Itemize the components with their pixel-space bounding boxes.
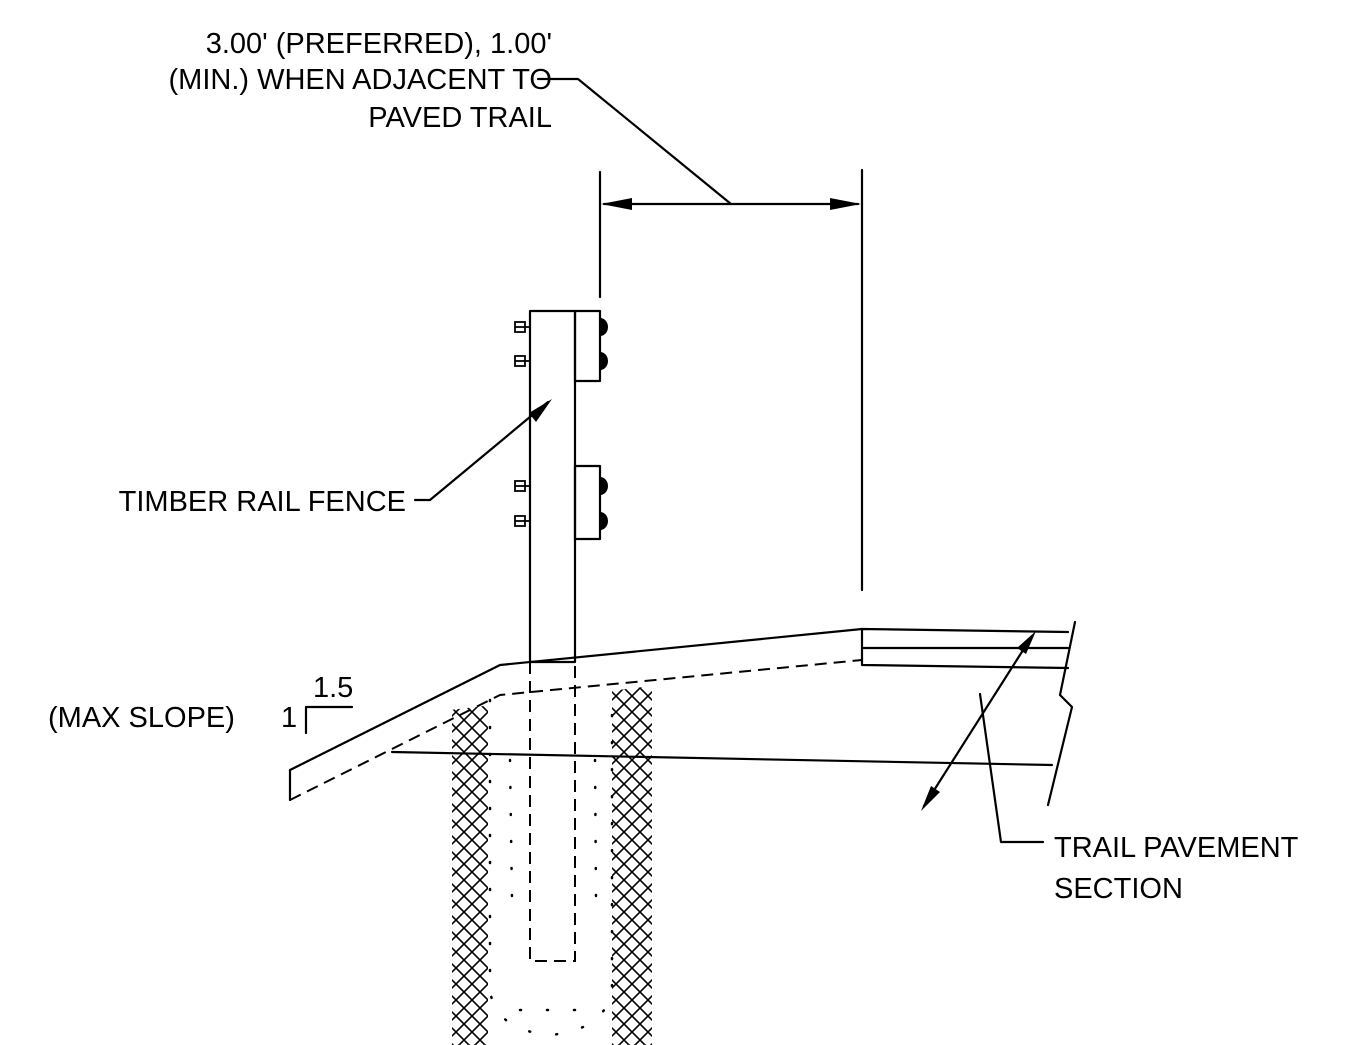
bolt <box>514 318 608 336</box>
fence-rail-lower <box>573 464 602 541</box>
fence-bolts <box>514 318 608 530</box>
fence-leader <box>413 400 550 502</box>
dimension-leader <box>536 77 733 206</box>
dimension-label-line3: PAVED TRAIL <box>368 102 552 134</box>
slope-run-value: 1.5 <box>313 672 353 704</box>
slope-rise-value: 1 <box>281 702 297 734</box>
soil-hatch-fill <box>452 685 652 1045</box>
dimension-arrow-left <box>601 198 632 210</box>
dimension-label-line2: (MIN.) WHEN ADJACENT TO <box>169 64 552 96</box>
pavement-leader <box>978 692 1045 844</box>
fence-label: TIMBER RAIL FENCE <box>119 486 406 518</box>
bolt <box>514 512 608 530</box>
pavement-arrow-top <box>1017 631 1036 654</box>
dimension-arrow-right <box>830 198 861 210</box>
ground-surface <box>288 627 864 802</box>
pavement-label-line2: SECTION <box>1054 873 1183 905</box>
fence-rail-upper <box>573 309 602 383</box>
pavement-label-line1: TRAIL PAVEMENT <box>1054 832 1299 864</box>
max-slope-label: (MAX SLOPE) <box>48 702 235 734</box>
fence-leader-arrow <box>529 399 552 422</box>
embedded-post-outline <box>529 662 576 962</box>
bolt <box>514 477 608 495</box>
pavement-depth-line <box>922 634 1034 808</box>
fence-post <box>528 309 577 664</box>
concrete-footing <box>488 693 614 1037</box>
break-line <box>1046 620 1077 807</box>
slope-indicator <box>304 705 354 735</box>
pavement-baseline <box>390 750 1054 767</box>
dimension-label-line1: 3.00' (PREFERRED), 1.00' <box>206 28 552 60</box>
pavement-arrow-bottom <box>921 786 940 811</box>
concrete-footing-inner <box>508 758 598 1012</box>
bolt <box>514 352 608 370</box>
subgrade-line <box>289 659 863 801</box>
trail-pavement-layers <box>860 627 1070 670</box>
